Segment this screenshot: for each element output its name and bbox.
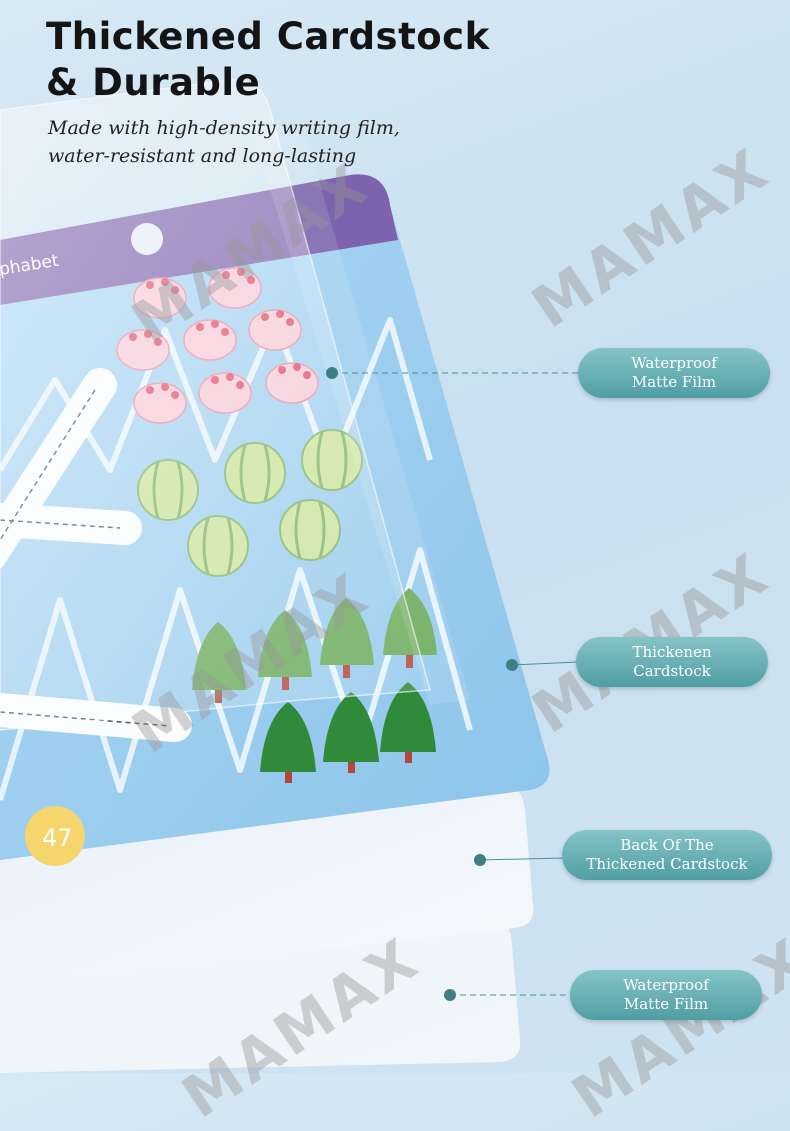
product-illustration: phabet [0, 79, 580, 1001]
top-film-layer [0, 79, 431, 731]
leader-dots [326, 367, 518, 1001]
subline: Made with high-density writing film, wat… [48, 114, 400, 170]
leader-lines [332, 372, 580, 996]
headline-line-2: & Durable [46, 61, 261, 104]
page-number: 47 [42, 824, 73, 852]
subline-line-2: water-resistant and long-lasting [48, 145, 357, 167]
page-number-badge [25, 806, 85, 866]
film-overlay-right [250, 124, 470, 706]
headline-line-1: Thickened Cardstock [46, 15, 490, 58]
tree-dark-group [260, 682, 436, 772]
headline: Thickened Cardstock & Durable [46, 14, 490, 106]
product-image: phabet [0, 14, 790, 1131]
subline-line-1: Made with high-density writing film, [48, 117, 400, 139]
